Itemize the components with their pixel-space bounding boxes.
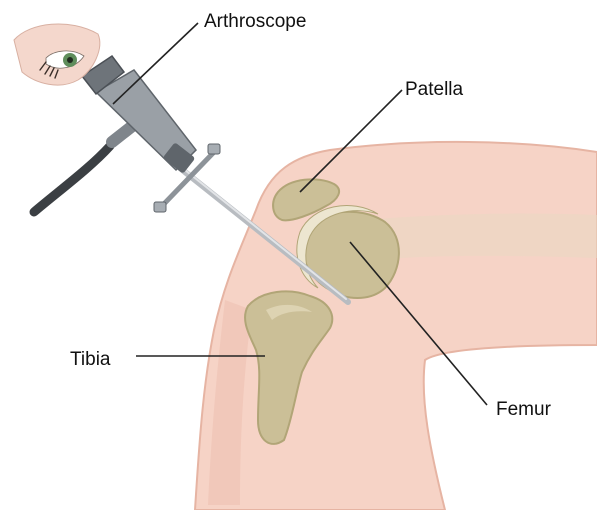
label-patella: Patella [405,80,463,99]
label-tibia: Tibia [70,350,110,369]
arthroscope-cable [34,146,110,212]
label-femur: Femur [496,400,551,419]
leader-arthroscope [113,23,198,104]
eye-pupil [67,57,73,63]
label-arthroscope: Arthroscope [204,12,306,31]
